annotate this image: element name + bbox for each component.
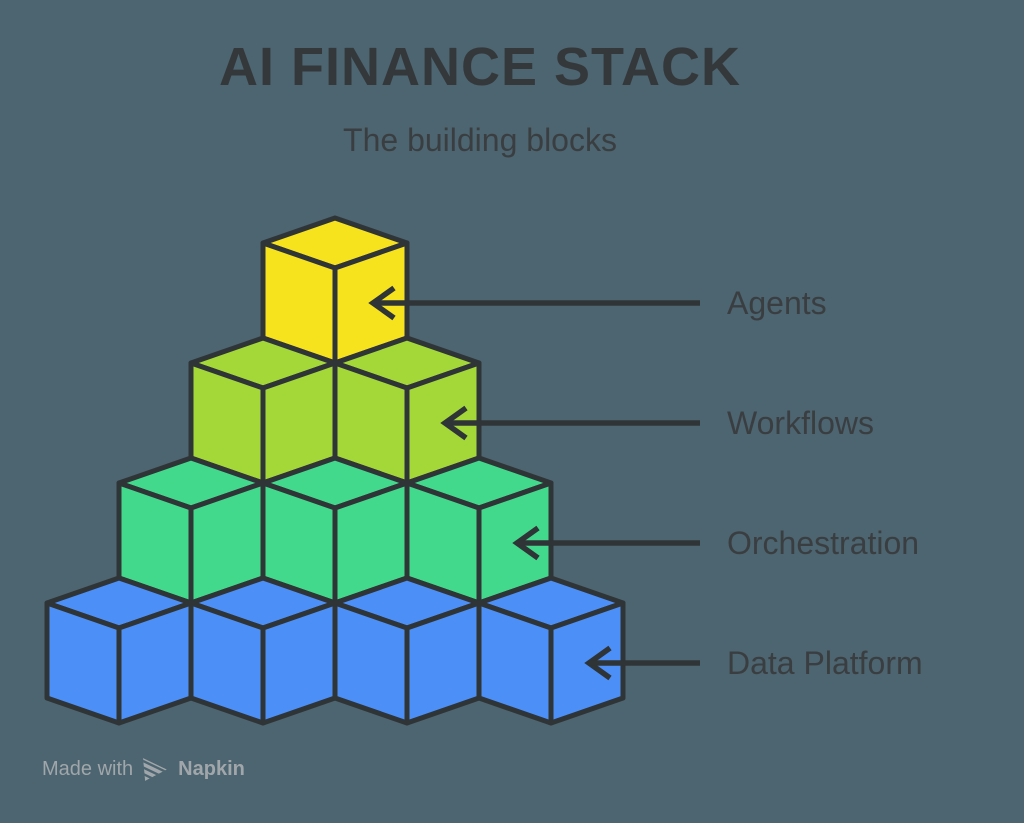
brand-text: Napkin (178, 758, 245, 780)
cube-agents-1 (260, 215, 410, 366)
cube-orchestration-1 (116, 455, 266, 606)
level-label-agents: Agents (727, 285, 827, 321)
arrow-orchestration (512, 525, 700, 561)
cube-workflows-2 (332, 335, 482, 486)
made-with-text: Made with (42, 758, 134, 780)
cube-workflows-1 (188, 335, 338, 486)
level-label-workflows: Workflows (727, 405, 874, 441)
cube-data-platform-3 (332, 575, 482, 726)
page-title: AI FINANCE STACK (219, 37, 741, 97)
cube-orchestration-3 (404, 455, 554, 606)
page-subtitle: The building blocks (343, 122, 617, 158)
cube-data-platform-4 (476, 575, 626, 726)
arrow-workflows (440, 405, 700, 441)
napkin-logo-icon (143, 758, 168, 781)
footer-credit: Made with Napkin (42, 756, 245, 783)
cube-orchestration-2 (260, 455, 410, 606)
cube-data-platform-2 (188, 575, 338, 726)
arrow-agents (368, 285, 700, 321)
cube-data-platform-1 (44, 575, 194, 726)
level-label-orchestration: Orchestration (727, 525, 920, 561)
level-label-data-platform: Data Platform (727, 645, 923, 681)
arrow-data-platform (584, 645, 700, 681)
